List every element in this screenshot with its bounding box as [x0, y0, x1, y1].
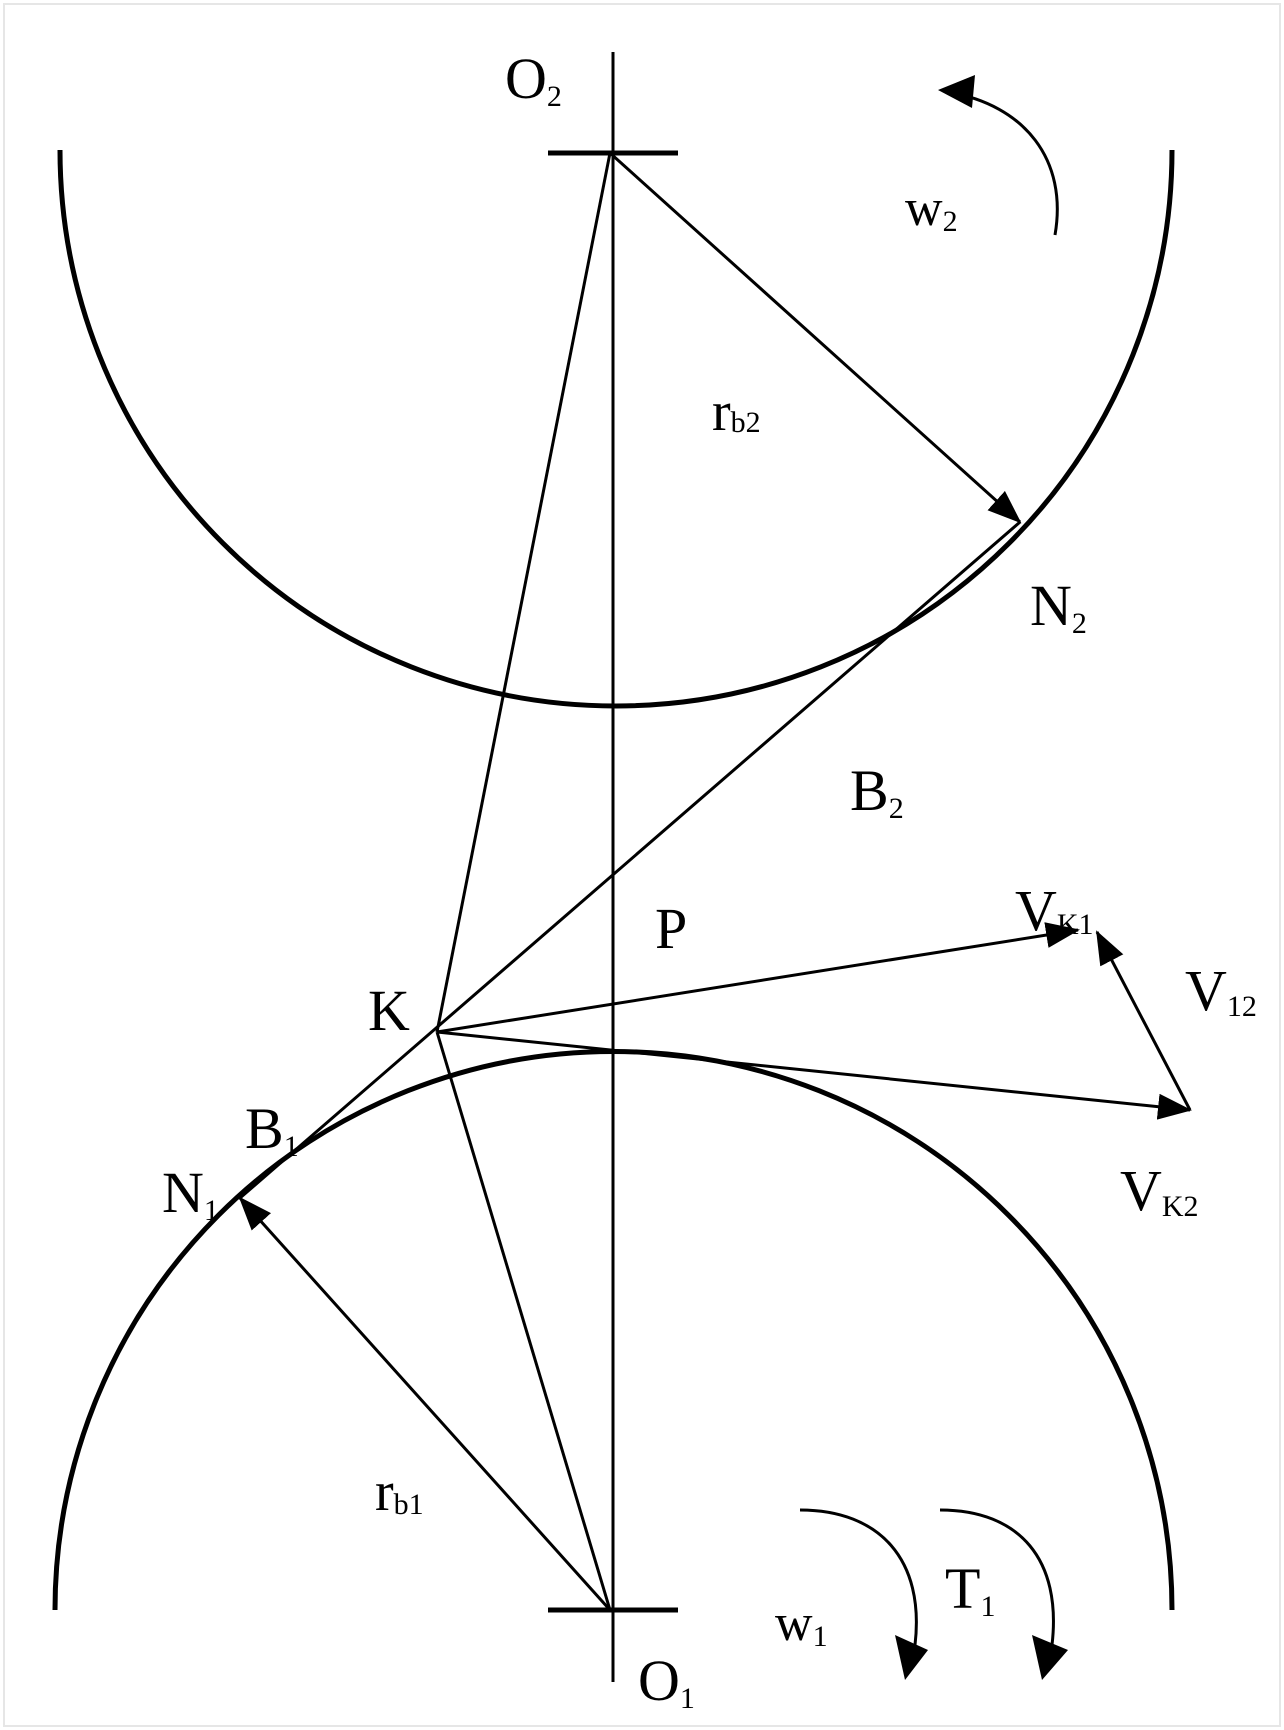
- label-rb2: rb2: [712, 381, 761, 443]
- torque-t1-arrow: [939, 1508, 1055, 1646]
- label-b2: B2: [850, 758, 904, 825]
- line-of-action: [239, 520, 1021, 1200]
- label-n1: N1: [162, 1160, 219, 1227]
- label-w1: w1: [775, 1595, 828, 1653]
- frame-border: [3, 3, 1281, 1727]
- velocity-v12-arrow: [1095, 930, 1192, 1111]
- torque-t1-arrowhead: [1032, 1635, 1068, 1680]
- label-o2: O2: [505, 46, 562, 113]
- rotation-w1-arrowhead: [895, 1635, 928, 1680]
- rotation-w1-arrow: [799, 1508, 918, 1646]
- radius-rb2-arrow: [608, 151, 1022, 524]
- label-p: P: [655, 896, 687, 961]
- label-n2: N2: [1030, 573, 1087, 640]
- label-b1: B1: [245, 1096, 299, 1163]
- label-rb1: rb1: [375, 1461, 424, 1523]
- velocity-vk2-arrow: [436, 1030, 1192, 1120]
- line-o1-k: [435, 1031, 612, 1611]
- rotation-w2-arrowhead: [938, 75, 975, 108]
- label-vk2: VK2: [1120, 1158, 1199, 1223]
- label-o1: O1: [638, 1648, 695, 1715]
- label-v12: V12: [1185, 958, 1257, 1023]
- line-o2-k: [435, 152, 612, 1033]
- label-w2: w2: [905, 180, 958, 238]
- base-circle-2-arc: [57, 149, 1175, 709]
- radius-rb1-arrow: [238, 1196, 612, 1612]
- label-vk1: VK1: [1015, 878, 1094, 943]
- rotation-w2-arrow: [947, 90, 1059, 236]
- velocity-vk1-arrow: [436, 922, 1080, 1034]
- label-t1: T1: [945, 1556, 995, 1623]
- label-k: K: [368, 978, 410, 1043]
